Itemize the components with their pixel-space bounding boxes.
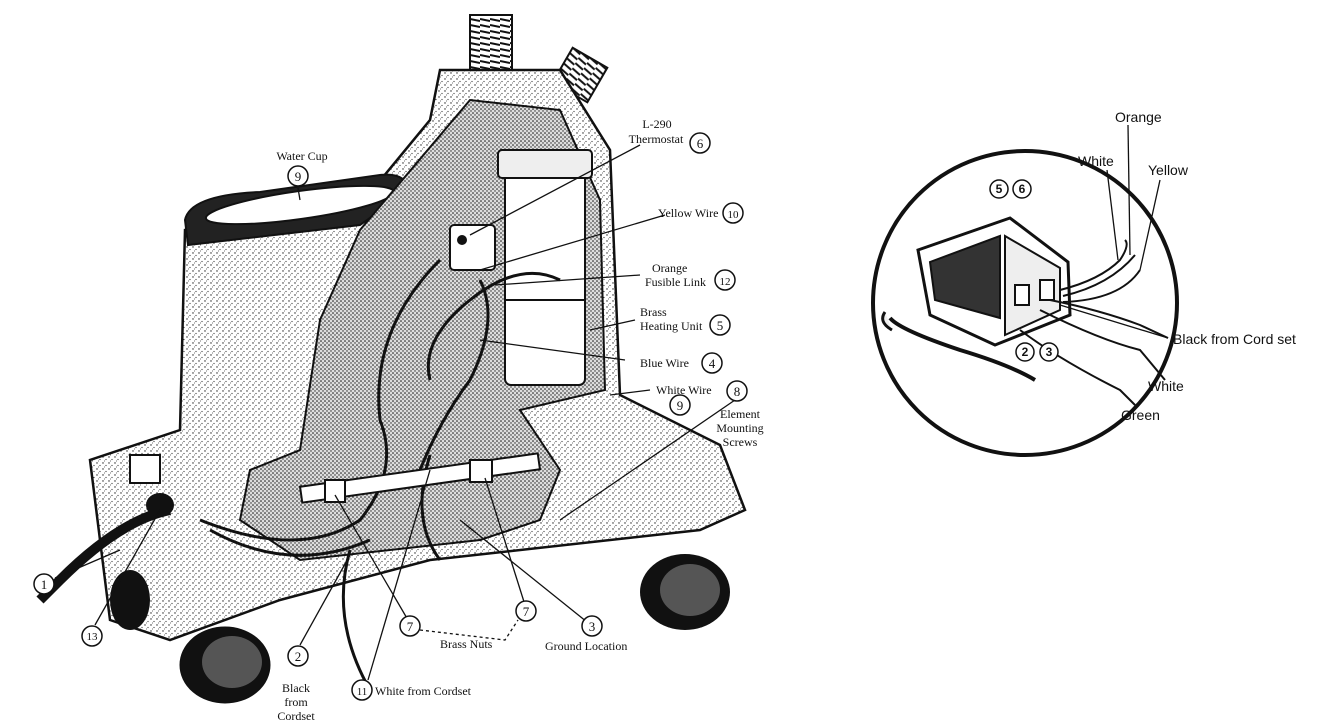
caster-wheels — [110, 554, 730, 704]
closeup-callout-5: 5 — [996, 182, 1003, 196]
callout-5: 5 — [717, 318, 724, 333]
label-ground-location: Ground Location — [545, 639, 627, 653]
closeup-callout-6: 6 — [1019, 182, 1026, 196]
label-element-line3: Screws — [723, 435, 758, 449]
callout-11: 11 — [357, 686, 368, 698]
label-orange-line1: Orange — [652, 261, 687, 275]
callout-4: 4 — [709, 356, 716, 371]
callout-10: 10 — [728, 209, 740, 221]
callout-2: 2 — [295, 649, 302, 664]
callout-7-left: 7 — [407, 619, 414, 634]
switch-closeup — [871, 124, 1179, 457]
callout-7-right: 7 — [523, 604, 530, 619]
power-switch — [129, 454, 161, 484]
brass-nut-right — [469, 459, 493, 483]
steamer-illustration — [36, 14, 747, 704]
label-thermostat-line2: Thermostat — [629, 132, 684, 146]
callout-12: 12 — [720, 276, 731, 288]
callout-markers — [33, 132, 748, 701]
leader-lines — [54, 144, 736, 681]
label-black-line2: from — [284, 695, 308, 709]
brass-heating-unit — [504, 154, 586, 386]
label-brass-line2: Heating Unit — [640, 319, 703, 333]
closeup-callout-3: 3 — [1046, 345, 1053, 359]
label-element-line1: Element — [720, 407, 761, 421]
callout-8: 8 — [734, 384, 741, 399]
callout-9-wire: 9 — [677, 398, 684, 413]
closeup-label-orange: Orange — [1115, 109, 1162, 125]
closeup-label-yellow: Yellow — [1148, 162, 1189, 178]
label-white-from-cordset: White from Cordset — [375, 684, 472, 698]
label-brass-nuts: Brass Nuts — [440, 637, 493, 651]
label-element-line2: Mounting — [716, 421, 763, 435]
closeup-callout-2: 2 — [1022, 345, 1029, 359]
steam-hose — [469, 14, 513, 76]
label-thermostat-line1: L-290 — [642, 117, 671, 131]
closeup-label-green: Green — [1121, 407, 1160, 423]
internal-wires — [199, 258, 561, 691]
callout-6: 6 — [697, 136, 704, 151]
callout-13: 13 — [87, 631, 99, 643]
callout-9-cup: 9 — [295, 169, 302, 184]
brass-nut-left — [324, 479, 346, 503]
label-black-line3: Cordset — [277, 709, 315, 723]
label-white-wire: White Wire — [656, 383, 712, 397]
label-water-cup: Water Cup — [276, 149, 327, 163]
closeup-label-white-top: White — [1078, 153, 1114, 169]
label-black-line1: Black — [282, 681, 310, 695]
closeup-label-white-bottom: White — [1148, 378, 1184, 394]
label-yellow-wire: Yellow Wire — [658, 206, 718, 220]
callout-3: 3 — [589, 619, 596, 634]
label-orange-line2: Fusible Link — [645, 275, 706, 289]
thermostat — [449, 224, 496, 271]
label-brass-line1: Brass — [640, 305, 667, 319]
closeup-label-black-from-cord-set: Black from Cord set — [1173, 331, 1296, 347]
callout-1: 1 — [41, 577, 48, 592]
label-blue-wire: Blue Wire — [640, 356, 689, 370]
